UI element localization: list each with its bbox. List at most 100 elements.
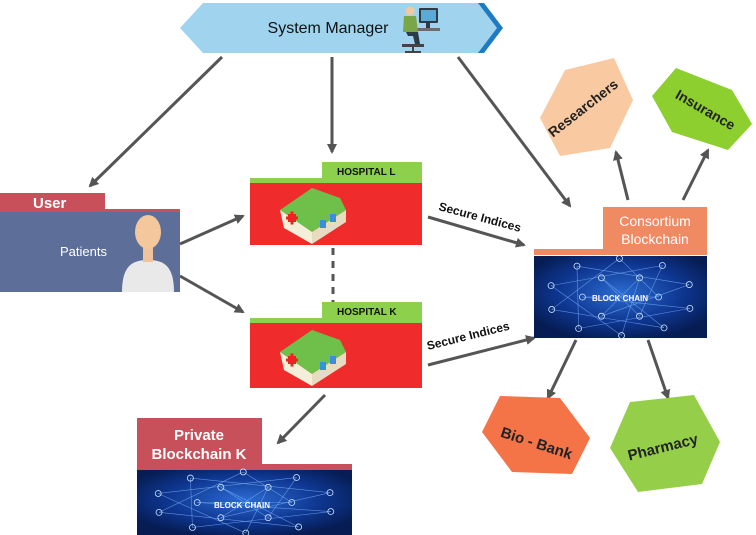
chain-link bbox=[601, 277, 665, 329]
blockchain-network-graphic bbox=[154, 468, 335, 535]
user-tab-label: User bbox=[33, 195, 67, 212]
chain-node bbox=[660, 324, 668, 332]
system-manager-banner: System Manager bbox=[180, 3, 503, 53]
chain-link bbox=[220, 492, 331, 518]
hospital-building-icon bbox=[280, 330, 346, 386]
chain-link bbox=[190, 477, 331, 493]
chain-node bbox=[264, 514, 272, 522]
chain-node bbox=[636, 274, 643, 282]
researchers-node: Researchers bbox=[540, 58, 633, 156]
consortium-line2: Blockchain bbox=[621, 231, 689, 247]
chain-link bbox=[158, 477, 297, 494]
chain-link bbox=[578, 308, 690, 329]
chain-node bbox=[288, 499, 296, 506]
chain-link bbox=[621, 277, 640, 336]
patient-avatar-icon bbox=[122, 215, 174, 292]
chain-link bbox=[601, 277, 640, 317]
chain-link bbox=[551, 309, 665, 329]
arrow-manager-to-consortium bbox=[456, 56, 572, 208]
chain-link bbox=[576, 265, 690, 285]
person-at-computer-icon bbox=[402, 6, 440, 53]
chain-node bbox=[186, 474, 194, 482]
chain-link bbox=[551, 258, 620, 310]
consortium-blockchain: Consortium Blockchain BLOCK CHAIN bbox=[534, 207, 707, 339]
chain-link bbox=[619, 258, 659, 298]
chain-link bbox=[576, 266, 579, 329]
arrow-consortium-to-researchers bbox=[613, 150, 630, 201]
chain-link bbox=[158, 471, 244, 513]
chain-node bbox=[655, 293, 662, 301]
private-line2: Blockchain K bbox=[151, 446, 246, 463]
chain-link bbox=[582, 296, 690, 309]
chain-node bbox=[618, 332, 625, 339]
chain-link bbox=[243, 471, 292, 503]
hospital-k-label: HOSPITAL K bbox=[337, 307, 397, 318]
chain-node bbox=[189, 524, 196, 531]
chain-node bbox=[616, 255, 623, 262]
chain-node bbox=[154, 490, 162, 497]
chain-node bbox=[658, 262, 666, 269]
chain-link bbox=[190, 478, 193, 528]
hospital-l-label: HOSPITAL L bbox=[337, 167, 396, 178]
consortium-line1: Consortium bbox=[619, 213, 691, 229]
chain-node bbox=[327, 508, 335, 515]
chain-link bbox=[601, 284, 690, 317]
pharmacy-node: Pharmacy bbox=[610, 395, 720, 492]
chain-node bbox=[547, 282, 555, 290]
arrow-hospital-l-to-consortium bbox=[427, 215, 526, 248]
chain-node bbox=[217, 483, 225, 491]
biobank-node: Bio - Bank bbox=[482, 396, 590, 474]
chain-link bbox=[158, 512, 299, 528]
arrow-user-to-hospital-k bbox=[179, 274, 245, 314]
arrow-hospital-k-to-private bbox=[276, 393, 327, 445]
chain-node bbox=[598, 274, 605, 282]
chain-node bbox=[636, 312, 643, 320]
chain-node bbox=[155, 508, 163, 516]
chain-node bbox=[573, 262, 581, 270]
insurance-node: Insurance bbox=[652, 68, 752, 150]
chain-link bbox=[639, 265, 663, 317]
chain-link bbox=[192, 511, 331, 528]
chain-node bbox=[293, 474, 300, 481]
chain-node bbox=[598, 312, 605, 320]
arrow-hospital-k-to-consortium bbox=[427, 335, 536, 367]
chain-node bbox=[239, 468, 247, 476]
system-manager-label: System Manager bbox=[268, 20, 390, 37]
chain-node bbox=[193, 499, 201, 506]
user-panel: User Patients bbox=[0, 193, 180, 292]
private-chain-label: BLOCK CHAIN bbox=[214, 501, 270, 510]
chain-node bbox=[326, 489, 334, 497]
chain-node bbox=[685, 281, 693, 288]
chain-node bbox=[686, 304, 694, 312]
consortium-chain-label: BLOCK CHAIN bbox=[592, 294, 648, 303]
arrow-consortium-to-biobank bbox=[546, 339, 578, 400]
chain-link bbox=[220, 487, 299, 528]
private-blockchain: Private Blockchain K BLOCK CHAIN bbox=[137, 418, 352, 535]
chain-node bbox=[548, 306, 556, 313]
chain-node bbox=[264, 483, 272, 491]
chain-link bbox=[245, 487, 269, 534]
hospital-k-box: HOSPITAL K bbox=[250, 302, 422, 388]
hospital-l-box: HOSPITAL L bbox=[250, 162, 422, 245]
chain-link bbox=[220, 487, 269, 518]
chain-node bbox=[242, 529, 250, 535]
chain-node bbox=[217, 514, 225, 522]
private-line1: Private bbox=[174, 427, 224, 444]
secure-indices-label-l: Secure Indices bbox=[437, 199, 523, 235]
chain-link bbox=[551, 265, 663, 286]
patients-label: Patients bbox=[60, 244, 107, 259]
arrows bbox=[88, 55, 710, 445]
arrow-manager-to-user bbox=[88, 55, 224, 188]
chain-node bbox=[295, 523, 303, 531]
chain-node bbox=[579, 293, 586, 301]
hospital-building-icon bbox=[280, 188, 346, 244]
chain-link bbox=[197, 502, 331, 512]
blockchain-network-graphic bbox=[547, 255, 694, 339]
chain-node bbox=[575, 325, 583, 332]
arrow-user-to-hospital-l bbox=[179, 214, 245, 246]
chain-link bbox=[267, 477, 297, 518]
chain-link bbox=[158, 493, 246, 534]
arrow-consortium-to-pharmacy bbox=[646, 339, 671, 400]
chain-link bbox=[550, 285, 622, 336]
